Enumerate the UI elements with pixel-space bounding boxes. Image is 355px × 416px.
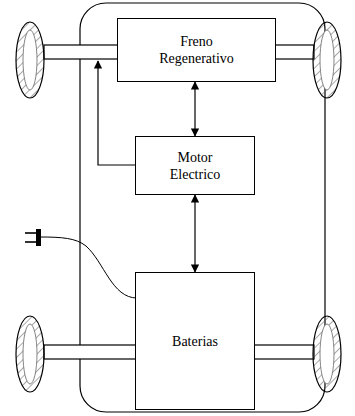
flow-arrow xyxy=(194,82,195,136)
front-axle xyxy=(44,45,119,59)
wheel xyxy=(16,316,44,392)
brake-box: Freno Regenerativo xyxy=(117,18,276,82)
node-label: Motor Electrico xyxy=(159,149,231,183)
wheel xyxy=(313,22,341,98)
charging-cable xyxy=(40,237,137,298)
front-axle xyxy=(274,45,314,59)
wheel xyxy=(313,316,341,392)
battery-box: Baterias xyxy=(135,272,255,410)
rear-axle xyxy=(253,345,314,359)
motor-box: Motor Electrico xyxy=(135,136,255,195)
node-label: Baterias xyxy=(172,333,218,350)
flow-arrow xyxy=(194,195,195,272)
plug-symbol xyxy=(25,229,41,246)
rear-axle xyxy=(44,345,137,359)
node-label: Freno Regenerativo xyxy=(147,33,247,67)
wheel xyxy=(16,22,44,98)
